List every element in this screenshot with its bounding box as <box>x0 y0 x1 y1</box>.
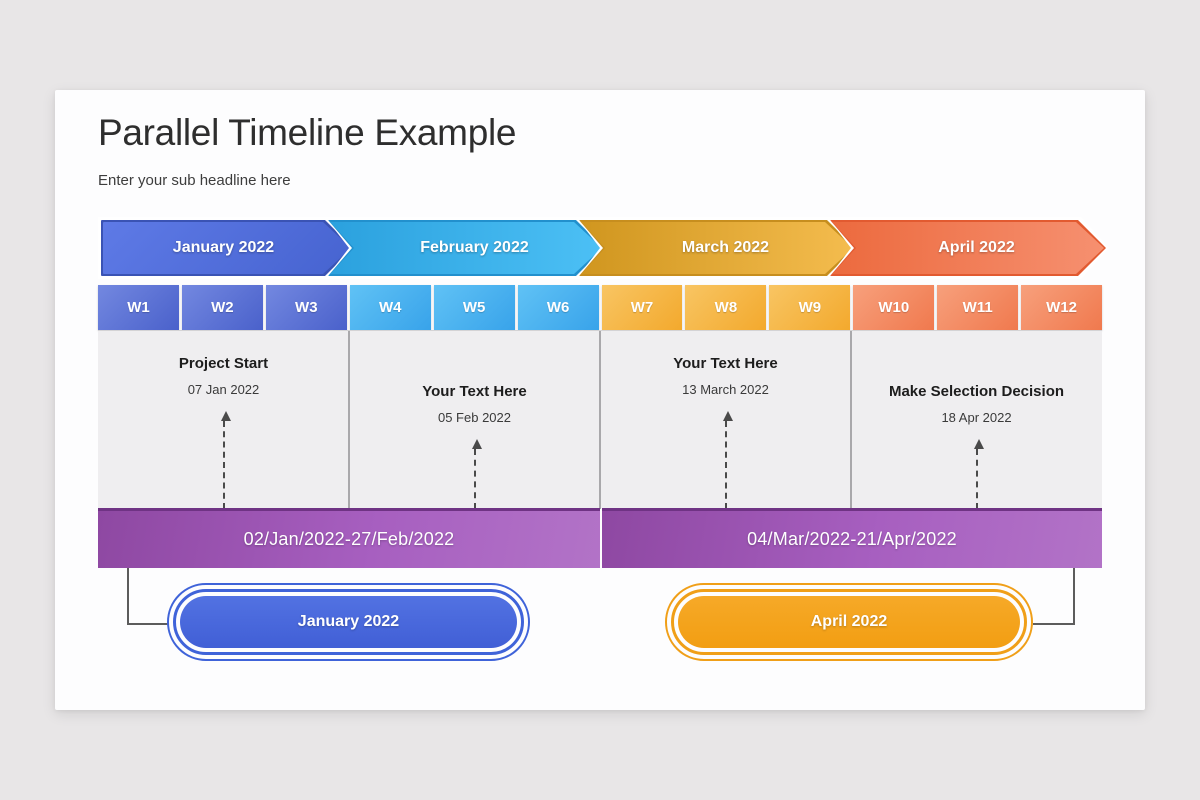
month-arrow-january <box>98 217 356 279</box>
week-cell-w10: W10 <box>853 285 935 330</box>
milestone-march: Your Text Here 13 March 2022 <box>600 331 851 509</box>
pill-january-body: January 2022 <box>180 596 517 648</box>
milestone-pointer-arrow-icon <box>973 439 984 509</box>
month-arrow-february-fill <box>330 222 602 274</box>
week-cell-w9: W9 <box>769 285 851 330</box>
month-label-february: February 2022 <box>420 239 529 256</box>
column-divider-2 <box>599 331 601 509</box>
milestone-pointer-arrow-icon <box>722 411 733 509</box>
pill-april: April 2022 <box>665 583 1033 661</box>
range-bar-jan-feb: 02/Jan/2022-27/Feb/2022 <box>98 508 600 568</box>
range-label: 04/Mar/2022-21/Apr/2022 <box>747 529 957 549</box>
connector-line-right <box>1033 568 1075 625</box>
month-arrow-january-fill <box>103 222 351 274</box>
pill-label: January 2022 <box>297 613 400 630</box>
week-cell-w12: W12 <box>1021 285 1103 330</box>
milestone-project-start: Project Start 07 Jan 2022 <box>98 331 349 509</box>
page-title: Parallel Timeline Example <box>98 112 517 153</box>
pill-label: April 2022 <box>810 613 888 630</box>
milestone-date: 05 Feb 2022 <box>437 410 511 425</box>
milestone-title: Your Text Here <box>422 383 527 400</box>
milestone-area: Project Start 07 Jan 2022 Your Text Here… <box>98 330 1102 509</box>
month-label-march: March 2022 <box>681 239 770 256</box>
month-arrow-april-fill <box>832 222 1104 274</box>
column-divider-3 <box>850 331 852 509</box>
month-arrow-april <box>827 217 1109 279</box>
connector-line-left <box>127 568 169 625</box>
week-cell-w7: W7 <box>601 285 683 330</box>
month-arrow-march <box>576 217 858 279</box>
slide-card: Parallel Timeline Example Enter your sub… <box>55 90 1145 710</box>
week-cell-w1: W1 <box>98 285 179 330</box>
month-arrow-january-border <box>101 220 353 276</box>
page-subtitle: Enter your sub headline here <box>98 172 291 189</box>
range-label: 02/Jan/2022-27/Feb/2022 <box>243 529 455 549</box>
milestone-make-selection-decision: Make Selection Decision 18 Apr 2022 <box>851 331 1102 509</box>
milestone-date: 07 Jan 2022 <box>187 382 260 397</box>
weeks-row: W1 W2 W3 W4 W5 W6 W7 W8 W9 W10 W11 W12 <box>98 285 1103 330</box>
week-cell-w2: W2 <box>181 285 263 330</box>
month-label-april: April 2022 <box>938 239 1015 256</box>
timeline-diagram: January 2022 February 2022 March 2022 Ap… <box>98 217 1102 637</box>
milestone-february: Your Text Here 05 Feb 2022 <box>349 331 600 509</box>
pill-april-ring: April 2022 <box>671 589 1027 655</box>
month-label-january: January 2022 <box>172 239 275 256</box>
milestone-title: Project Start <box>178 355 269 372</box>
milestone-title: Make Selection Decision <box>888 383 1065 400</box>
week-cell-w3: W3 <box>265 285 347 330</box>
month-arrow-february-border <box>328 220 604 276</box>
column-divider-1 <box>348 331 350 509</box>
month-arrow-february <box>325 217 607 279</box>
pill-april-body: April 2022 <box>678 596 1020 648</box>
month-arrow-march-fill <box>581 222 853 274</box>
month-arrow-march-border <box>579 220 855 276</box>
week-cell-w5: W5 <box>433 285 515 330</box>
pill-january-ring: January 2022 <box>173 589 524 655</box>
range-bar-mar-apr: 04/Mar/2022-21/Apr/2022 <box>602 508 1102 568</box>
week-cell-w8: W8 <box>685 285 767 330</box>
milestone-date: 18 Apr 2022 <box>941 410 1012 425</box>
week-cell-w4: W4 <box>349 285 431 330</box>
pill-january: January 2022 <box>167 583 530 661</box>
week-cell-w6: W6 <box>517 285 599 330</box>
milestone-date: 13 March 2022 <box>682 382 769 397</box>
milestone-title: Your Text Here <box>673 355 778 372</box>
week-cell-w11: W11 <box>937 285 1019 330</box>
milestone-pointer-arrow-icon <box>220 411 231 509</box>
milestone-pointer-arrow-icon <box>471 439 482 509</box>
month-arrow-april-border <box>830 220 1106 276</box>
